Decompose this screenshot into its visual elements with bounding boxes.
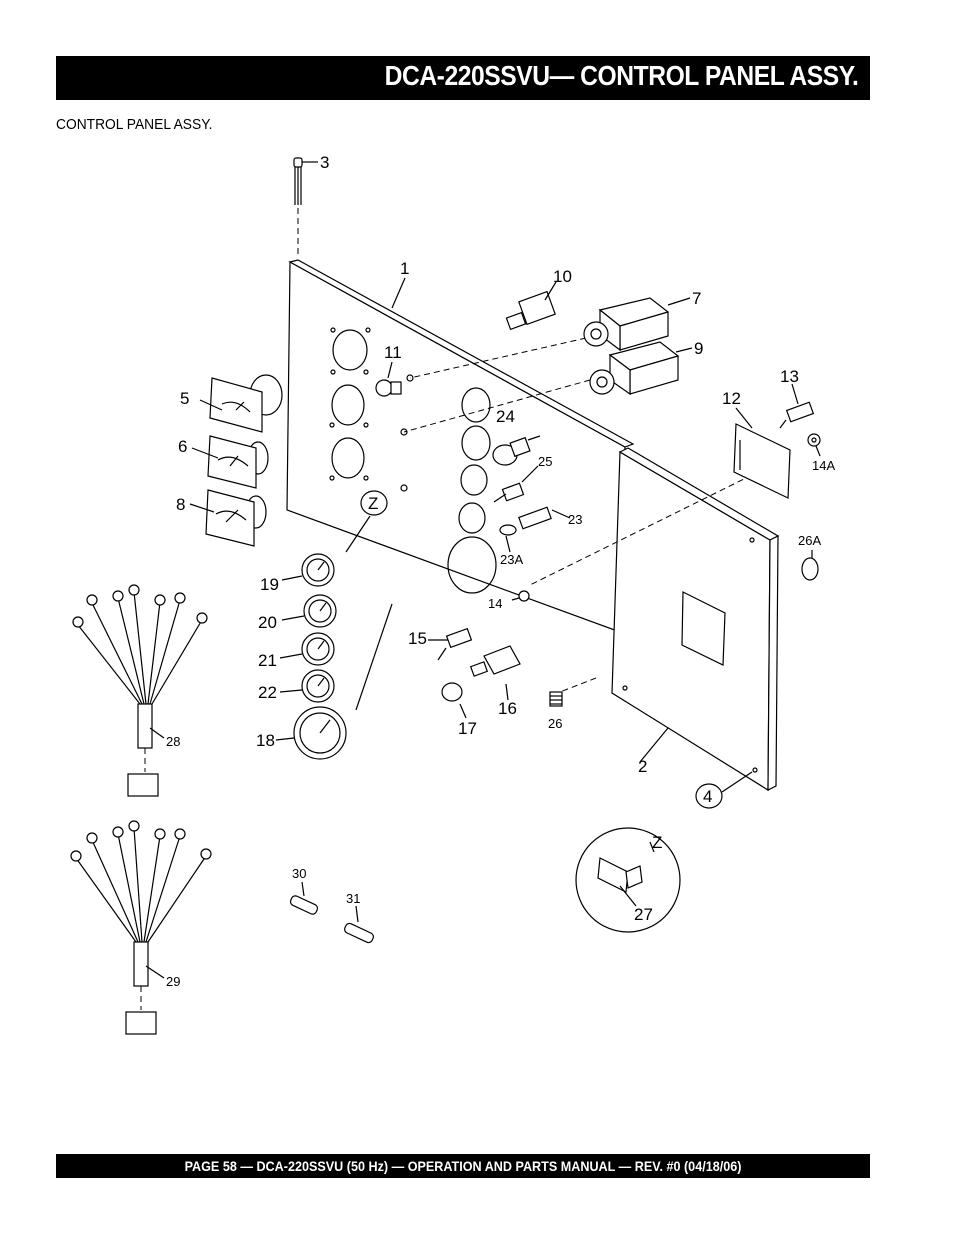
- fuse-part-30: [289, 881, 319, 915]
- callout-30: 30: [292, 866, 306, 881]
- page-footer: PAGE 58 — DCA-220SSVU (50 Hz) — OPERATIO…: [184, 1158, 742, 1174]
- cap-part-17: [441, 682, 467, 719]
- control-panel-part-1: [286, 259, 635, 633]
- callout-5: 5: [180, 389, 189, 408]
- switch-part-15: [428, 627, 473, 661]
- toggle-switch-part-13: [779, 383, 815, 429]
- gauge-part-19: [281, 553, 335, 587]
- callout-26: 26: [548, 716, 562, 731]
- callout-15: 15: [408, 629, 427, 648]
- callout-13: 13: [780, 367, 799, 386]
- callout-21: 21: [258, 651, 277, 670]
- pilot-lamp-part-11: [375, 361, 402, 397]
- callout-z-detail: Z: [652, 833, 662, 852]
- callout-1: 1: [400, 259, 409, 278]
- meter-part-5: [199, 374, 283, 433]
- callout-23a: 23A: [500, 552, 523, 567]
- callout-28: 28: [166, 734, 180, 749]
- callout-24: 24: [496, 407, 515, 426]
- callout-22: 22: [258, 683, 277, 702]
- callout-27: 27: [634, 905, 653, 924]
- callout-8: 8: [176, 495, 185, 514]
- selector-switch-part-7: [583, 297, 691, 352]
- callout-11: 11: [384, 343, 402, 362]
- wire-harness-part-28: [72, 584, 208, 797]
- callout-3: 3: [320, 153, 329, 172]
- callout-31: 31: [346, 891, 360, 906]
- callout-18: 18: [256, 731, 275, 750]
- callout-4: 4: [703, 787, 712, 806]
- wire-harness-part-29: [70, 820, 212, 1035]
- gauge-part-21: [279, 632, 335, 666]
- detail-z-circle: [575, 827, 681, 933]
- callout-16: 16: [498, 699, 517, 718]
- control-panel-exploded-diagram: 3 1 10 7 9 11 5 6 8 24 25 23 23A 13 12 1…: [70, 153, 835, 1035]
- callout-2: 2: [638, 757, 647, 776]
- callout-14: 14: [488, 596, 502, 611]
- callout-12: 12: [722, 389, 741, 408]
- part-4-bubble: [695, 771, 753, 809]
- gauge-part-18: [275, 603, 393, 760]
- meter-part-8: [189, 489, 267, 547]
- rotary-switch-part-10: [505, 281, 557, 331]
- o-ring-part-26a: [801, 550, 819, 581]
- callout-9: 9: [694, 339, 703, 358]
- detail-z-bubble: [345, 490, 388, 553]
- callout-10: 10: [553, 267, 572, 286]
- section-label: CONTROL PANEL ASSY.: [56, 116, 213, 133]
- callout-19: 19: [260, 575, 279, 594]
- callout-6: 6: [178, 437, 187, 456]
- rear-panel-part-2: [611, 447, 780, 792]
- toggle-switch-part-25: [493, 465, 539, 503]
- page-header-bar: DCA-220SSVU— CONTROL PANEL ASSY.: [56, 56, 870, 100]
- gauge-part-20: [281, 594, 337, 628]
- page-footer-bar: PAGE 58 — DCA-220SSVU (50 Hz) — OPERATIO…: [56, 1154, 870, 1178]
- screw-part-14: [511, 590, 530, 602]
- callout-labels: 3 1 10 7 9 11 5 6 8 24 25 23 23A 13 12 1…: [166, 153, 835, 989]
- callout-25: 25: [538, 454, 552, 469]
- spring-part-26: [549, 691, 563, 707]
- nut-part-14a: [807, 433, 821, 457]
- callout-23: 23: [568, 512, 582, 527]
- callout-z-small: Z: [368, 494, 378, 513]
- callout-29: 29: [166, 974, 180, 989]
- callout-20: 20: [258, 613, 277, 632]
- callout-17: 17: [458, 719, 477, 738]
- callout-26a: 26A: [798, 533, 821, 548]
- circuit-breaker-part-16: [469, 645, 521, 701]
- screw-part-3: [293, 157, 318, 258]
- meter-part-6: [191, 435, 269, 489]
- page-title: DCA-220SSVU— CONTROL PANEL ASSY.: [384, 60, 858, 91]
- indicator-lamp-part-24: [492, 435, 541, 466]
- fuse-part-31: [344, 905, 374, 944]
- selector-switch-part-9: [589, 341, 693, 396]
- fuse-holder-part-23: [499, 506, 571, 553]
- callout-7: 7: [692, 289, 701, 308]
- callout-14a: 14A: [812, 458, 835, 473]
- gauge-part-22: [279, 669, 335, 703]
- circuit-board-part-12: [733, 407, 791, 499]
